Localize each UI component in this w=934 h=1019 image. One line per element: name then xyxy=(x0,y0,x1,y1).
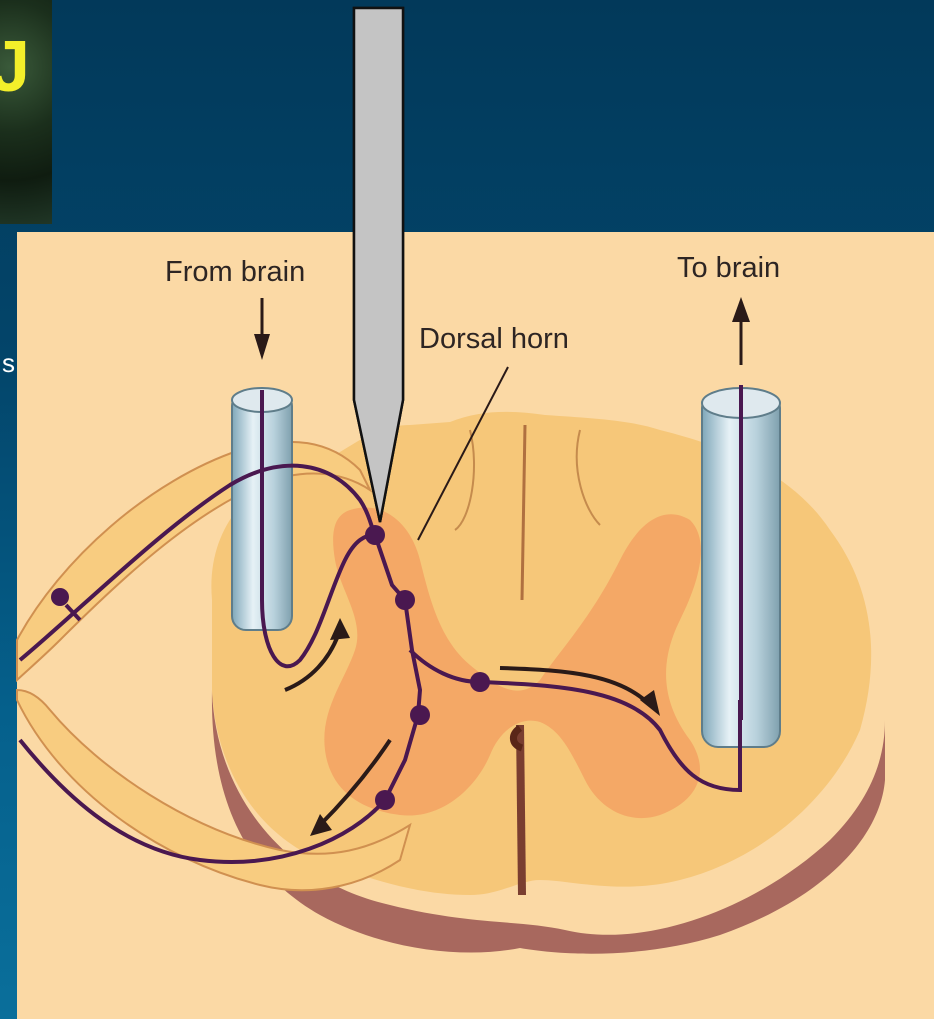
label-dorsal-horn: Dorsal horn xyxy=(419,323,569,356)
to-brain-arrow xyxy=(732,297,750,322)
label-to-brain: To brain xyxy=(677,252,780,285)
label-from-brain: From brain xyxy=(165,256,305,289)
neuron-body xyxy=(470,672,490,692)
neuron-body xyxy=(375,790,395,810)
neuron-body xyxy=(395,590,415,610)
neuron-body xyxy=(365,525,385,545)
from-brain-arrow xyxy=(254,334,270,360)
neuron-body xyxy=(410,705,430,725)
neuron-body xyxy=(51,588,69,606)
